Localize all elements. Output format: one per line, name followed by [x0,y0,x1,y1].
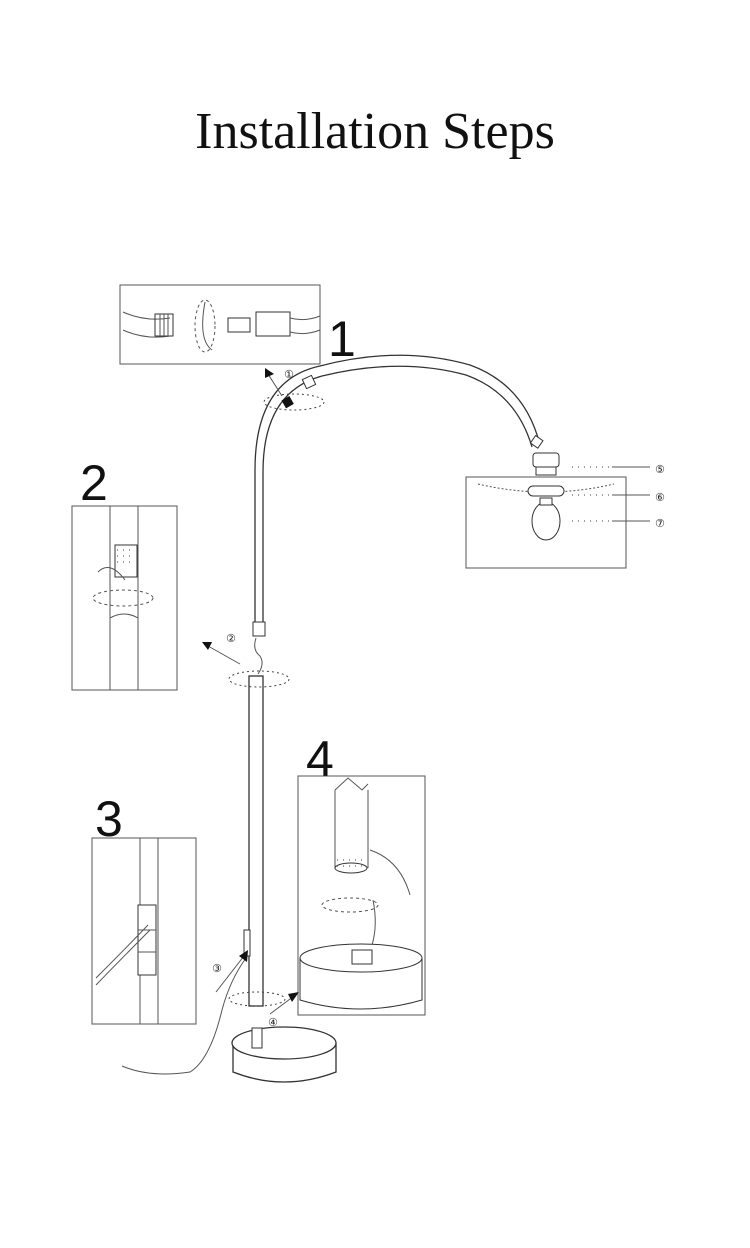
arrow-4 [269,992,299,1015]
lamp-base [231,1026,337,1083]
inset-step-1 [119,284,321,365]
step-2-label: 2 [80,455,108,511]
shade-ring [527,485,565,497]
inset-step-2 [71,505,178,691]
callout-6: ⑥ [655,491,665,504]
page-title: Installation Steps [195,103,555,160]
lower-pole [248,675,264,1007]
inset-step-3 [91,837,197,1025]
socket-cap [532,452,560,468]
callout-4: ④ [268,1016,278,1029]
callout-5: ⑤ [655,463,665,476]
callout-1: ① [284,368,294,381]
floor-lamp [121,354,627,1083]
arm-joint-1 [281,396,294,409]
power-cord [121,957,247,1075]
step-4-label: 4 [306,731,334,787]
arm-joint-2 [301,374,317,390]
callout-2: ② [226,632,236,645]
pole-connector [252,621,266,637]
arc-arm [254,354,541,622]
bulb [531,501,561,541]
lamp-shade [465,476,627,569]
arrow-2 [202,642,241,665]
callout-7: ⑦ [655,517,665,530]
step-3-label: 3 [95,791,123,847]
arrow-1 [265,368,283,397]
callout-3: ③ [212,962,222,975]
inset-step-4 [297,775,426,1016]
step-1-label: 1 [328,311,356,367]
arm-joint-3 [529,434,544,449]
arrow-3 [215,950,248,993]
